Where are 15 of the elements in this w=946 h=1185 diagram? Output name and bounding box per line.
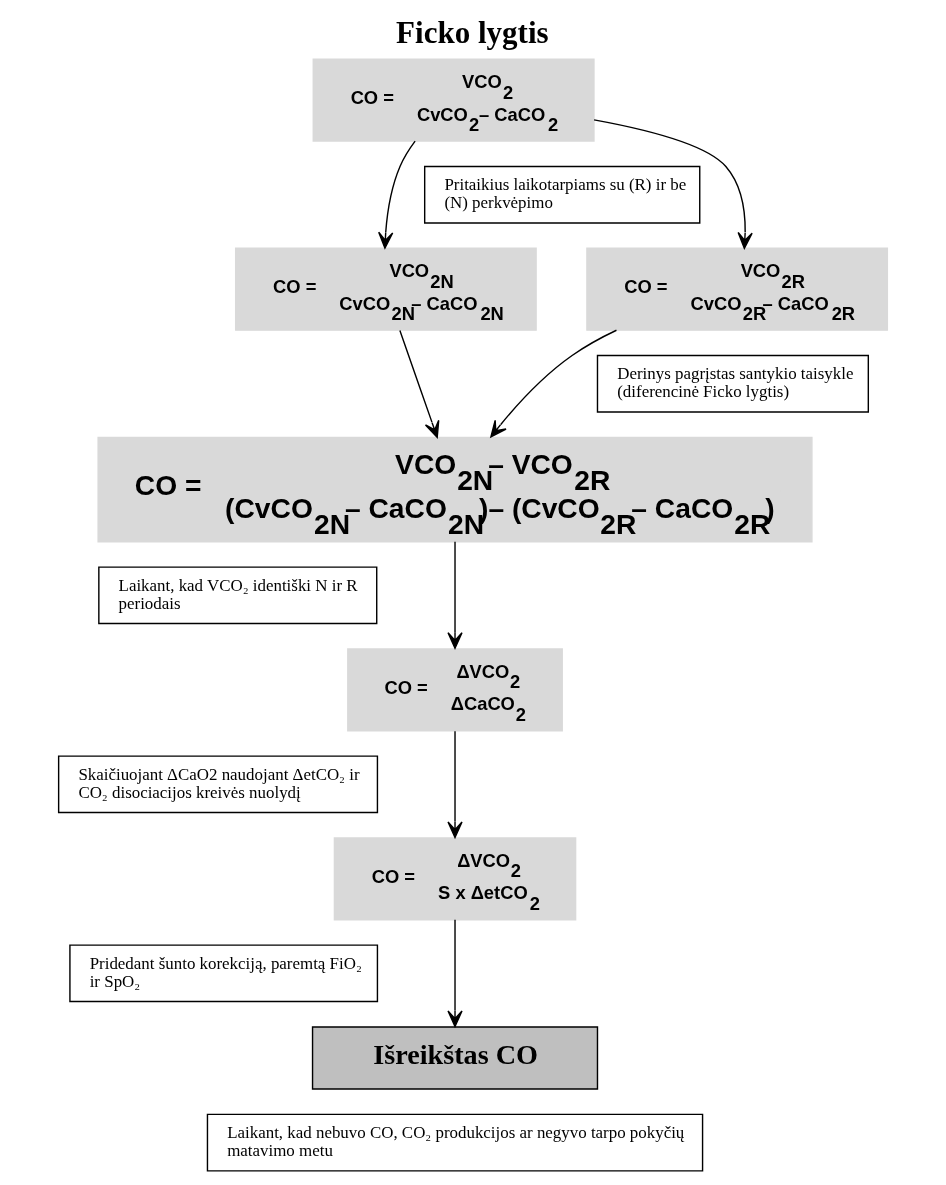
- node-box: Skaičiuojant ΔCaO2 naudojant ΔetCO₂ ir CO₂ disociacijos kreivės nuolydį: [57, 755, 379, 814]
- arrow: [490, 329, 618, 438]
- arrow: [399, 329, 440, 438]
- arrow: [378, 140, 416, 249]
- node-box: Pritaikius laikotarpiams su (R) ir be (N) perkvėpimo: [424, 165, 701, 224]
- diagram-title: Ficko lygtis: [396, 15, 549, 51]
- node-box: Derinys pagrįstas santykio taisykle (diferencinė Ficko lygtis): [596, 354, 869, 413]
- arrow: [447, 541, 463, 650]
- arrow: [447, 730, 463, 839]
- arrow: [593, 119, 753, 249]
- node-box: Laikant, kad nebuvo CO, CO₂ produkcijos ar negyvo tarpo pokyčių matavimo metu: [206, 1113, 704, 1172]
- node-box: Laikant, kad VCO₂ identiški N ir R periodais: [98, 566, 378, 625]
- node-box: Pridedant šunto korekciją, paremtą FiO₂ ir SpO₂: [69, 944, 379, 1003]
- arrow: [447, 919, 463, 1028]
- node-box: Išreikštas CO: [311, 1026, 599, 1090]
